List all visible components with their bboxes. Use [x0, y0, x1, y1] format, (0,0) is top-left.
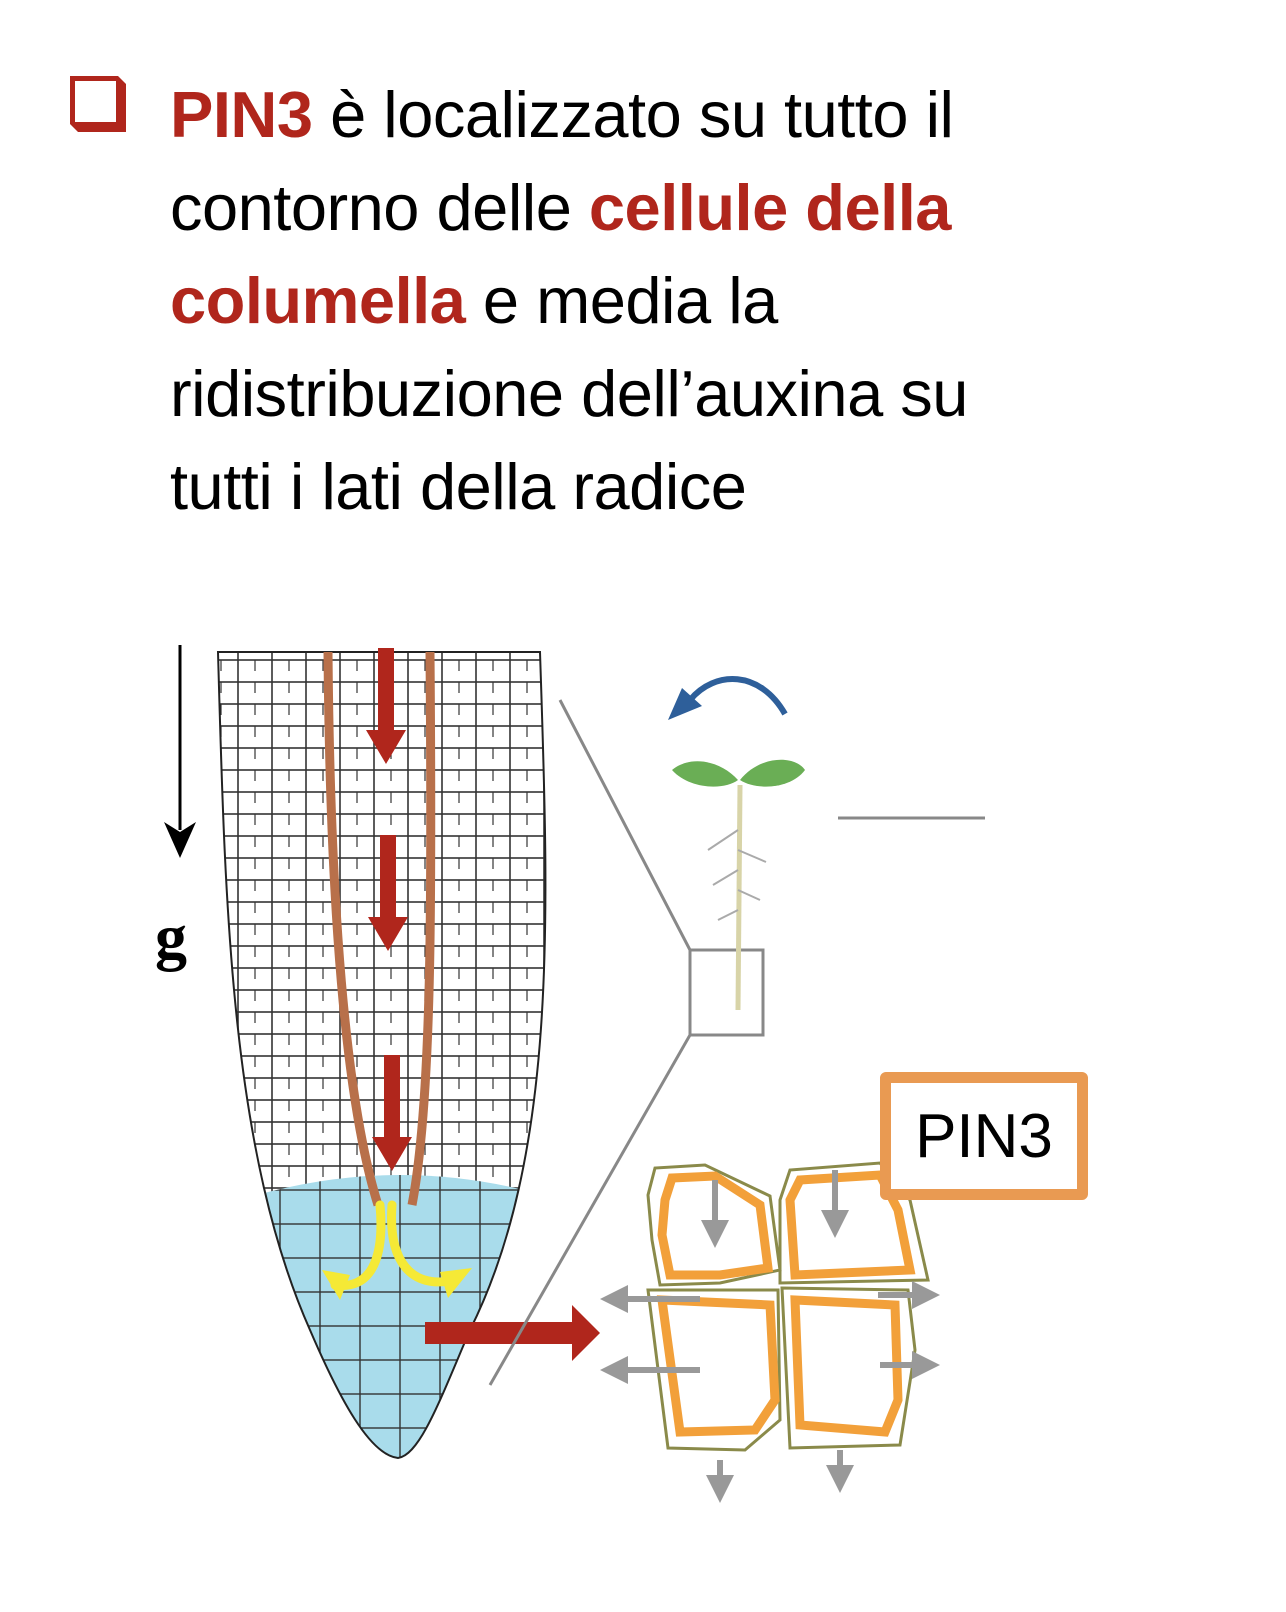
columella-cells-pin3	[600, 1161, 940, 1503]
text-line-4: ridistribuzione dell’auxina su	[170, 347, 968, 440]
text-segment: tutti i lati della radice	[170, 450, 747, 523]
auxin-flow-arrows	[366, 648, 600, 1361]
text-segment: contorno delle	[170, 171, 589, 244]
vascular-strands	[323, 651, 436, 1207]
highlight-pin3: PIN3	[170, 78, 313, 151]
text-segment: è localizzato su tutto il	[312, 78, 954, 151]
checkbox-bullet-icon	[70, 76, 126, 132]
root-gravitropism-figure	[164, 645, 985, 1503]
highlight-columella: columella	[170, 264, 466, 337]
text-line-1: PIN3 è localizzato su tutto il	[170, 68, 968, 161]
zoom-lines	[488, 699, 985, 1386]
highlight-cellule: cellule della	[588, 171, 952, 244]
pin3-label-box: PIN3	[880, 1072, 1088, 1200]
text-segment: e media la	[465, 264, 778, 337]
pin3-label: PIN3	[915, 1101, 1053, 1171]
text-line-5: tutti i lati della radice	[170, 440, 968, 533]
seedling-drawing	[672, 759, 805, 1011]
gravity-label: g	[155, 901, 187, 972]
rotation-arrow-icon	[668, 676, 788, 720]
bullet-text: PIN3 è localizzato su tutto il contorno …	[170, 68, 968, 533]
text-line-3: columella e media la	[170, 254, 968, 347]
root-tip-drawing	[218, 652, 546, 1458]
gravity-arrow-icon	[164, 645, 196, 858]
text-line-2: contorno delle cellule della	[170, 161, 968, 254]
text-segment: ridistribuzione dell’auxina su	[170, 357, 968, 430]
